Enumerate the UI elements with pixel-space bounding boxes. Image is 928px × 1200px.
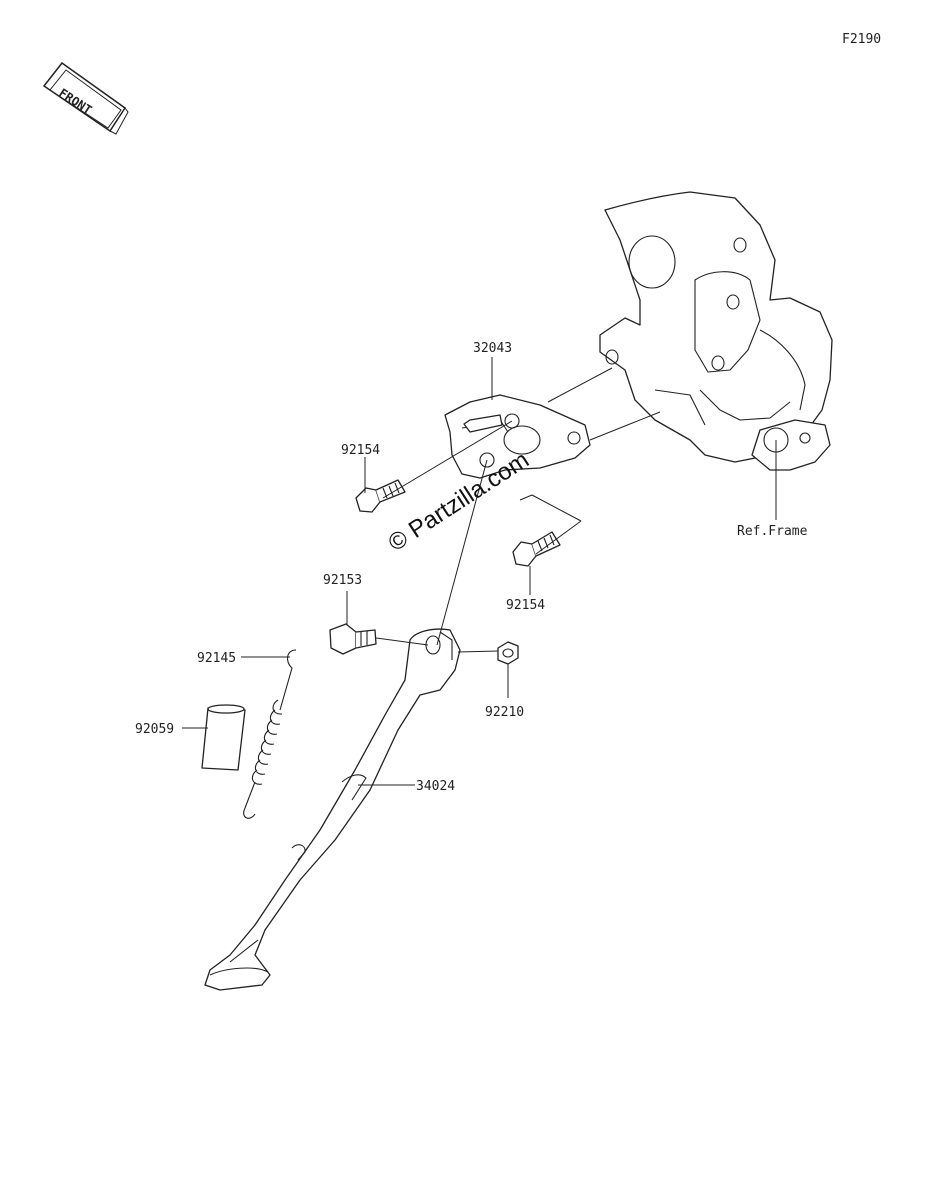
part-label-92154-left[interactable]: 92154: [341, 443, 380, 458]
part-label-32043[interactable]: 32043: [473, 341, 512, 356]
bolt-92154-left: [355, 479, 406, 513]
front-arrow-icon: FRONT: [42, 61, 129, 135]
nut-92210: [497, 641, 519, 665]
figure-code: F2190: [842, 32, 881, 47]
ref-frame-label: Ref.Frame: [737, 524, 808, 539]
part-label-92154-right[interactable]: 92154: [506, 598, 545, 613]
bolt-92153: [329, 623, 377, 655]
reference-frame-drawing: [599, 191, 833, 471]
side-stand-34024: [204, 628, 461, 991]
part-label-34024[interactable]: 34024: [416, 779, 455, 794]
part-label-92210[interactable]: 92210: [485, 705, 524, 720]
bolt-92154-right: [512, 531, 561, 567]
part-label-92059[interactable]: 92059: [135, 722, 174, 737]
part-label-92145[interactable]: 92145: [197, 651, 236, 666]
spring-92145: [243, 649, 297, 819]
collar-92059: [201, 704, 246, 771]
bracket-32043: [444, 394, 591, 479]
leader-lines: [182, 357, 777, 786]
part-label-92153[interactable]: 92153: [323, 573, 362, 588]
